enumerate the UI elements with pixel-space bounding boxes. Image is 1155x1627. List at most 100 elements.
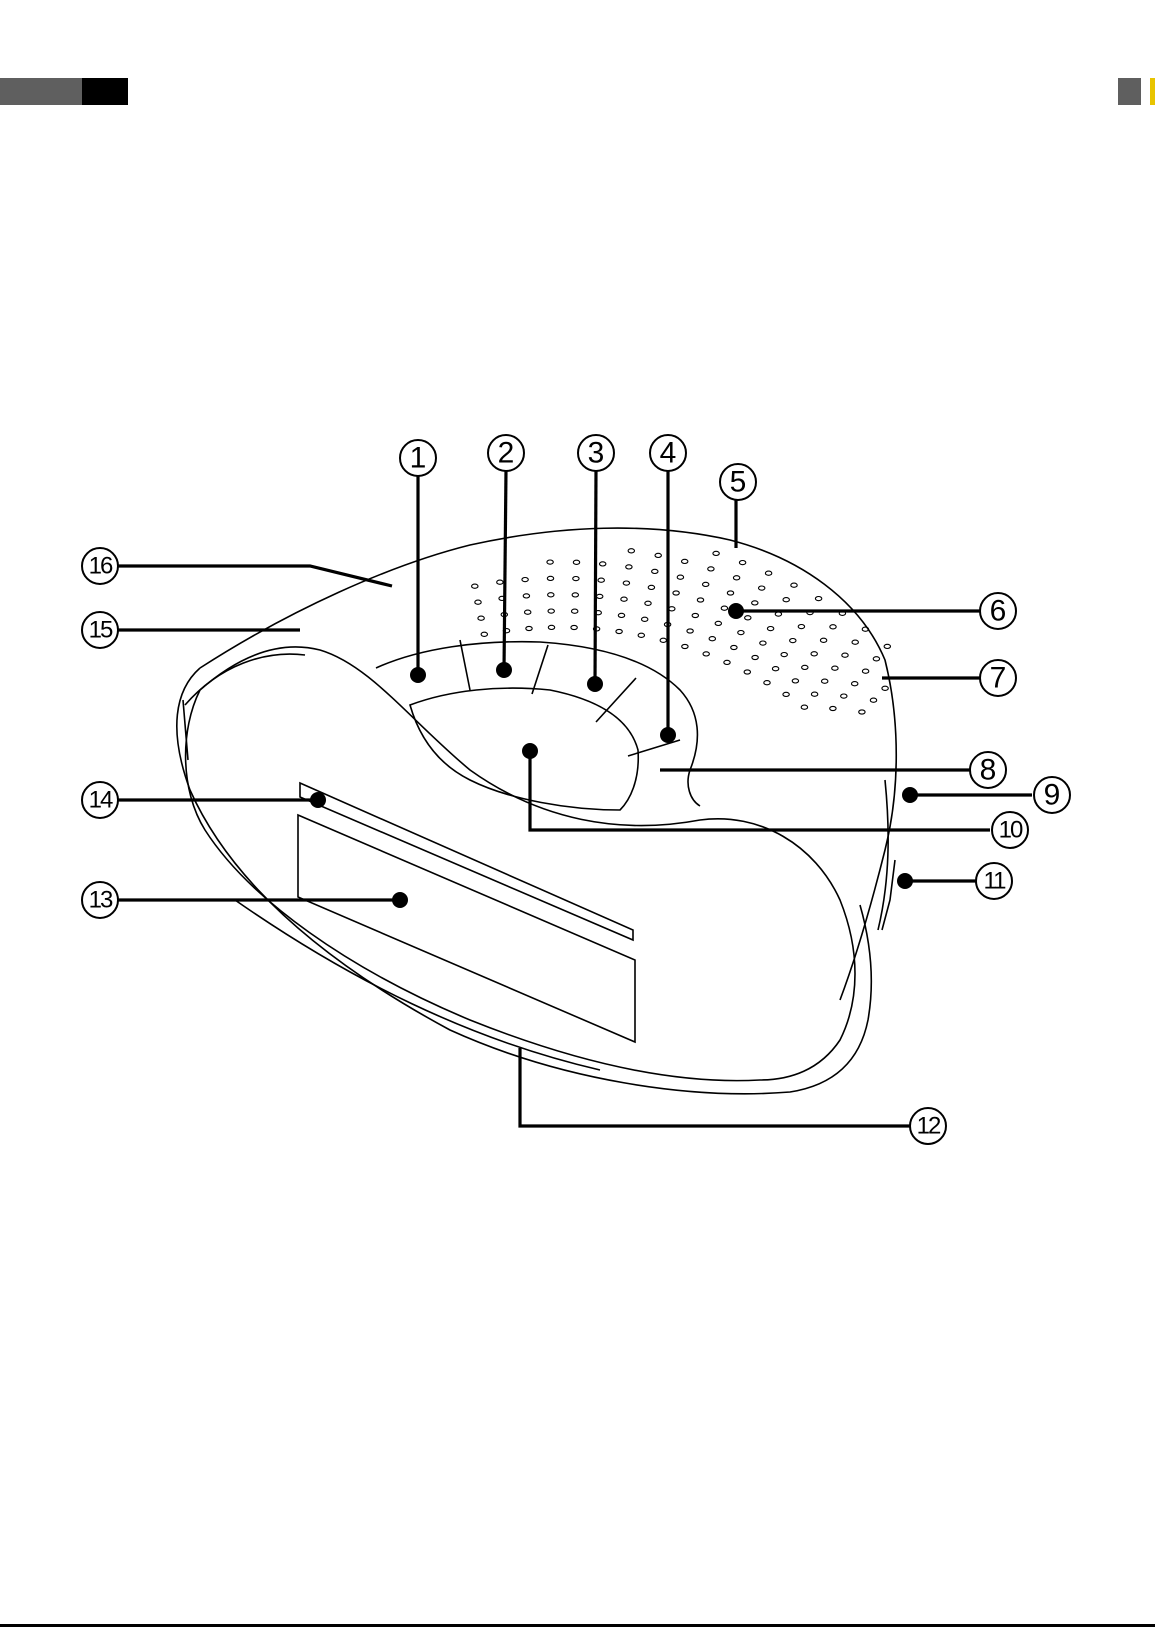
dot-4	[660, 727, 676, 743]
grille-hole	[523, 594, 529, 598]
grille-hole	[765, 571, 771, 575]
grille-hole	[873, 657, 879, 661]
grille-hole	[811, 652, 817, 656]
indicator-slot	[300, 783, 633, 940]
grille-hole	[618, 613, 624, 617]
grille-hole	[677, 575, 683, 579]
grille-hole	[682, 644, 688, 648]
grille-hole	[703, 582, 709, 586]
callout-4: 4	[650, 435, 686, 471]
grille-hole	[832, 666, 838, 670]
callout-label-14: 14	[89, 787, 113, 814]
callout-15: 15	[82, 612, 118, 648]
grille-hole	[472, 584, 478, 588]
dot-14	[310, 792, 326, 808]
grille-hole	[781, 653, 787, 657]
grille-hole	[790, 639, 796, 643]
grille-hole	[548, 593, 554, 597]
leader-10	[530, 751, 990, 830]
grille-hole	[638, 633, 644, 637]
callout-5: 5	[720, 464, 756, 500]
grille-hole	[811, 692, 817, 696]
front-shell-lip	[185, 654, 305, 705]
grille-hole	[626, 565, 632, 569]
grille-hole	[652, 569, 658, 573]
grille-hole	[497, 580, 503, 584]
grille-hole	[478, 616, 484, 620]
grille-hole	[547, 560, 553, 564]
grille-hole	[783, 598, 789, 602]
grille-hole	[572, 609, 578, 613]
grille-hole	[744, 670, 750, 674]
dot-9	[902, 787, 918, 803]
callout-12: 12	[910, 1108, 946, 1144]
grille-hole	[882, 686, 888, 690]
grille-hole	[752, 601, 758, 605]
grille-hole	[598, 578, 604, 582]
grille-hole	[764, 681, 770, 685]
callout-9: 9	[1034, 777, 1070, 813]
callout-label-10: 10	[999, 817, 1023, 844]
callout-label-7: 7	[990, 662, 1007, 695]
leader-16	[118, 566, 392, 586]
callout-label-6: 6	[990, 595, 1007, 628]
grille-hole	[724, 660, 730, 664]
grille-hole	[739, 561, 745, 565]
grille-hole	[820, 638, 826, 642]
grille-hole	[752, 655, 758, 659]
callout-label-8: 8	[980, 754, 997, 787]
grille-hole	[522, 578, 528, 582]
grille-hole	[721, 606, 727, 610]
callout-label-13: 13	[89, 887, 113, 914]
grille-hole	[645, 601, 651, 605]
callout-6: 6	[980, 593, 1016, 629]
grille-hole	[682, 559, 688, 563]
leader-3	[595, 470, 596, 684]
grille-hole	[660, 638, 666, 642]
grille-hole	[547, 576, 553, 580]
grille-hole	[760, 641, 766, 645]
grille-hole	[548, 625, 554, 629]
callout-11: 11	[976, 863, 1012, 899]
grille-hole	[673, 591, 679, 595]
grille-hole	[621, 597, 627, 601]
dot-11	[897, 873, 913, 889]
callout-1: 1	[400, 440, 436, 476]
grille-hole	[783, 692, 789, 696]
grille-hole	[738, 631, 744, 635]
grille-hole	[709, 637, 715, 641]
callout-label-9: 9	[1044, 779, 1061, 812]
callout-8: 8	[970, 752, 1006, 788]
grille-hole	[597, 594, 603, 598]
callout-16: 16	[82, 548, 118, 584]
grille-hole	[731, 645, 737, 649]
grille-hole	[733, 576, 739, 580]
front-shell-inner	[186, 647, 855, 1081]
dot-10	[522, 743, 538, 759]
callout-numbers: 1 2 3 4 5 6 7 8	[82, 435, 1070, 1144]
dot-2	[496, 662, 512, 678]
front-shell-outer	[177, 668, 871, 1094]
callout-label-4: 4	[660, 437, 677, 470]
grille-hole	[767, 627, 773, 631]
grille-hole	[842, 653, 848, 657]
callout-label-15: 15	[89, 617, 113, 644]
control-ring-outer	[376, 642, 700, 806]
grille-hole	[572, 593, 578, 597]
dot-13	[392, 892, 408, 908]
grille-hole	[548, 609, 554, 613]
grille-hole	[798, 625, 804, 629]
grille-hole	[852, 640, 858, 644]
callout-label-11: 11	[984, 868, 1007, 895]
grille-hole	[727, 591, 733, 595]
grille-hole	[525, 610, 531, 614]
grille-hole	[526, 626, 532, 630]
grille-hole	[642, 617, 648, 621]
dot-6	[728, 603, 744, 619]
callout-2: 2	[488, 435, 524, 471]
grille-hole	[573, 560, 579, 564]
dot-3	[587, 676, 603, 692]
grille-hole	[852, 682, 858, 686]
base-seam	[235, 900, 600, 1070]
grille-hole	[791, 583, 797, 587]
